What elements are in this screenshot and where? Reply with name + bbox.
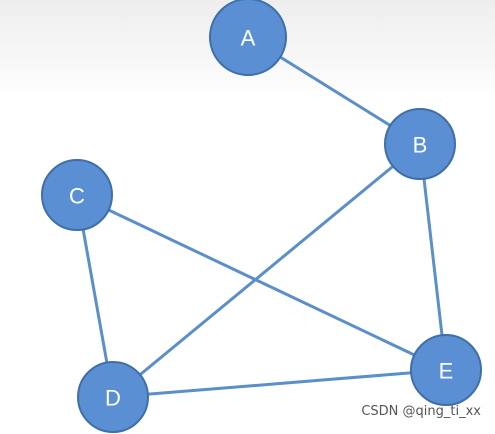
node-circle-d	[77, 361, 149, 433]
node-circle-a	[209, 0, 287, 76]
node-b: B	[384, 108, 456, 180]
edge-d-e	[111, 368, 448, 399]
node-e: E	[410, 334, 482, 406]
node-label-a: A	[241, 26, 256, 51]
node-d: D	[77, 361, 149, 433]
watermark: CSDN @qing_ti_xx	[361, 404, 481, 419]
node-circle-c	[41, 159, 113, 231]
nodes-layer: A B C D E	[41, 0, 482, 433]
node-label-b: B	[413, 133, 428, 158]
node-label-e: E	[439, 359, 454, 384]
node-circle-b	[384, 108, 456, 180]
edge-b-e	[418, 142, 448, 372]
node-a: A	[209, 0, 287, 76]
node-label-d: D	[105, 386, 121, 411]
node-circle-e	[410, 334, 482, 406]
edge-c-e	[75, 193, 448, 372]
node-label-c: C	[69, 184, 85, 209]
edges-layer	[75, 35, 448, 399]
node-c: C	[41, 159, 113, 231]
edge-b-d	[111, 142, 422, 399]
